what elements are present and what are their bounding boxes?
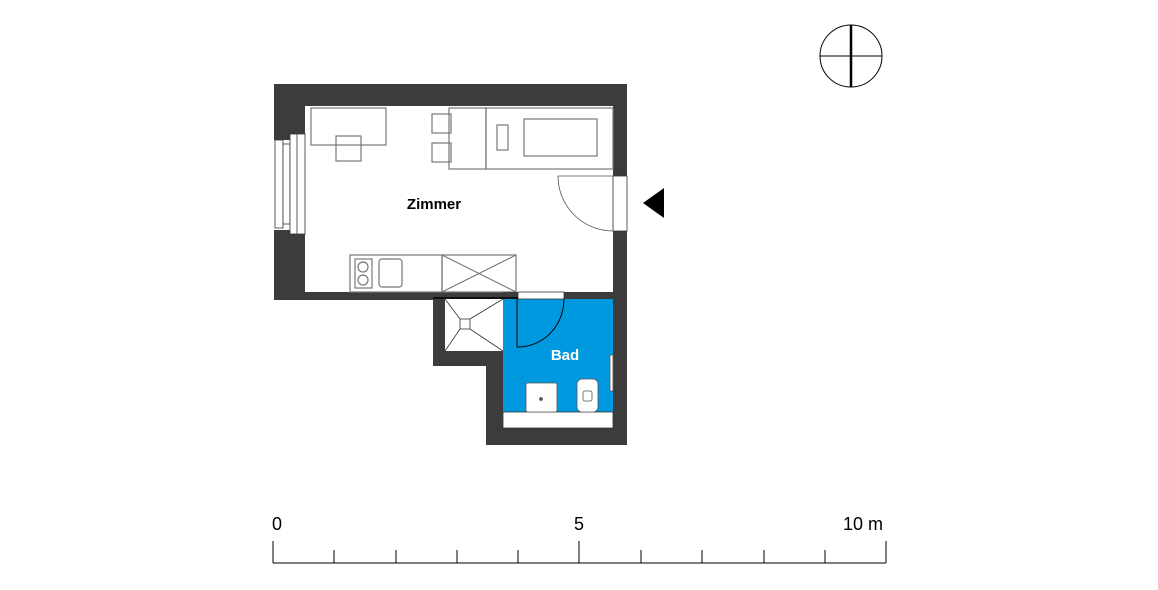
window-left xyxy=(274,133,306,235)
room-zimmer-floor xyxy=(305,106,613,292)
room-label-zimmer: Zimmer xyxy=(407,196,461,213)
entrance-door xyxy=(557,175,628,232)
shower xyxy=(444,298,504,352)
sanitary xyxy=(525,354,614,413)
scale-label-0: 0 xyxy=(272,514,282,534)
scale-label-5: 5 xyxy=(574,514,584,534)
shower-floor xyxy=(445,299,503,351)
room-label-bad: Bad xyxy=(551,347,579,364)
scale-label-10: 10 m xyxy=(843,514,883,534)
bath-counter xyxy=(502,411,614,429)
bath-door xyxy=(433,291,565,348)
scale-bar xyxy=(272,541,887,564)
north-compass-icon xyxy=(819,24,883,88)
furniture xyxy=(310,107,614,293)
entrance-arrow-icon xyxy=(643,188,664,218)
